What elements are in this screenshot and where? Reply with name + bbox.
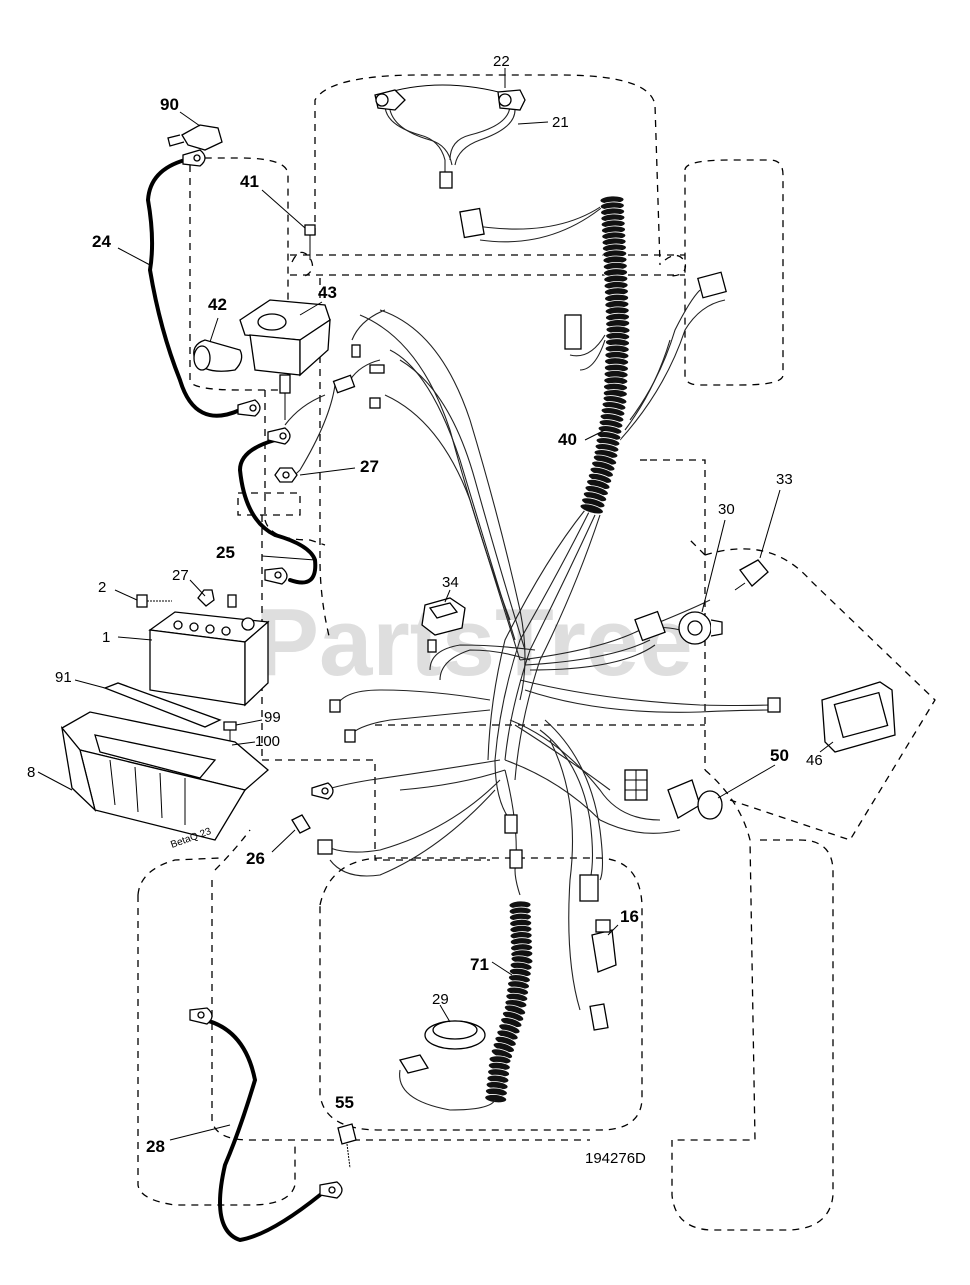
callout-27-battery: 27 bbox=[172, 567, 189, 584]
callout-50: 50 bbox=[770, 746, 789, 765]
callout-99: 99 bbox=[264, 709, 281, 726]
battery-cables bbox=[145, 158, 322, 1243]
bolt-55 bbox=[337, 1123, 357, 1169]
nut-27-upper bbox=[274, 467, 298, 483]
plug-connector-right bbox=[634, 610, 666, 642]
callout-100: 100 bbox=[255, 733, 280, 750]
callout-1: 1 bbox=[102, 629, 110, 646]
ignition-switch-30 bbox=[678, 611, 723, 645]
headlight-bulb-right bbox=[497, 89, 526, 111]
callout-33: 33 bbox=[776, 471, 793, 488]
callout-55: 55 bbox=[335, 1093, 354, 1112]
key-33 bbox=[734, 559, 769, 591]
callout-43: 43 bbox=[318, 283, 337, 302]
callout-91: 91 bbox=[55, 669, 72, 686]
tractor-outline bbox=[137, 74, 936, 1231]
callout-42: 42 bbox=[208, 295, 227, 314]
callout-24: 24 bbox=[92, 232, 111, 251]
callout-29: 29 bbox=[432, 991, 449, 1008]
battery-tray-8: BetaQ 23 bbox=[60, 711, 269, 851]
harness-plug-mid bbox=[564, 314, 582, 350]
callout-2: 2 bbox=[98, 579, 106, 596]
callout-22: 22 bbox=[493, 53, 510, 70]
ring-terminals bbox=[182, 149, 343, 1199]
callout-26: 26 bbox=[246, 849, 265, 868]
conduit-71 bbox=[484, 900, 534, 1104]
harness-plug-top bbox=[459, 207, 485, 239]
callout-46: 46 bbox=[806, 752, 823, 769]
headlight-bulb-left bbox=[374, 89, 406, 111]
terminal-boot-90 bbox=[167, 124, 223, 151]
callout-25: 25 bbox=[216, 543, 235, 562]
nut-27-battery bbox=[197, 589, 237, 608]
switch-50 bbox=[667, 779, 723, 820]
conduit-71-ring bbox=[484, 1094, 508, 1104]
callout-40: 40 bbox=[558, 430, 577, 449]
switch-34 bbox=[421, 597, 466, 653]
hour-meter-46 bbox=[821, 681, 896, 753]
terminal-boot-42 bbox=[193, 339, 243, 372]
fuse-26 bbox=[291, 814, 333, 855]
callout-90: 90 bbox=[160, 95, 179, 114]
conduit-40-ring bbox=[579, 503, 604, 515]
callout-30: 30 bbox=[718, 501, 735, 518]
solenoid-43 bbox=[239, 299, 331, 420]
headlight-harness bbox=[374, 84, 526, 239]
callout-8: 8 bbox=[27, 764, 35, 781]
plug-connector-46-lead bbox=[767, 697, 781, 713]
wiring-harness bbox=[284, 199, 771, 1011]
conduit-40 bbox=[579, 195, 631, 515]
drawing-number: 194276D bbox=[585, 1150, 646, 1167]
callout-71: 71 bbox=[470, 955, 489, 974]
callout-labels: 90 41 24 42 43 22 21 40 27 25 2 27 1 91 … bbox=[27, 53, 823, 1156]
callout-41: 41 bbox=[240, 172, 259, 191]
seat-switch-29 bbox=[398, 1020, 496, 1111]
watermark: PartsTree bbox=[255, 589, 693, 696]
callout-21: 21 bbox=[552, 114, 569, 131]
callout-27-upper: 27 bbox=[360, 457, 379, 476]
bolt-2 bbox=[136, 594, 172, 608]
seat-switch-16 bbox=[591, 919, 617, 973]
bolt-41 bbox=[304, 224, 316, 260]
six-pin-connector bbox=[624, 769, 648, 801]
callout-leaders bbox=[37, 68, 834, 1141]
battery-1 bbox=[148, 611, 270, 707]
headlight-connector bbox=[439, 171, 453, 189]
harness-plug-right bbox=[697, 271, 727, 299]
hold-down-strap-91 bbox=[103, 682, 222, 728]
callout-28: 28 bbox=[146, 1137, 165, 1156]
callout-16: 16 bbox=[620, 907, 639, 926]
callout-34: 34 bbox=[442, 574, 459, 591]
harness-connectors-lower bbox=[329, 271, 727, 1031]
